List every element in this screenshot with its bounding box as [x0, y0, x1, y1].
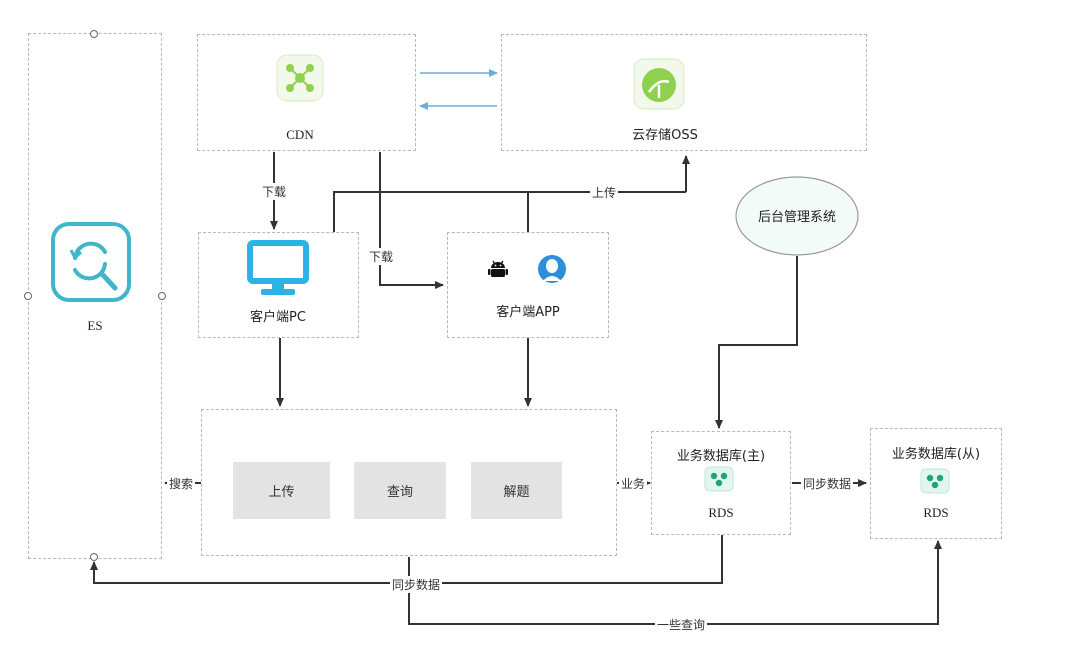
search-refresh-icon — [51, 222, 131, 302]
query-button[interactable]: 查询 — [354, 462, 446, 519]
es-handle-left[interactable] — [24, 292, 32, 300]
oss-label: 云存储OSS — [632, 128, 698, 143]
person-icon — [538, 255, 566, 283]
db-master-title: 业务数据库(主) — [676, 449, 766, 464]
oss-node — [501, 34, 867, 151]
pc-upload-line — [333, 191, 686, 232]
upload-button[interactable]: 上传 — [233, 462, 330, 519]
es-handle-top[interactable] — [90, 30, 98, 38]
db-slave-title: 业务数据库(从) — [891, 447, 981, 462]
admin-label: 后台管理系统 — [757, 210, 836, 225]
business-label: 业务 — [619, 475, 648, 492]
cdn-to-app-arrow — [379, 152, 444, 289]
monitor-icon — [247, 240, 309, 295]
pc-label: 客户端PC — [250, 310, 306, 325]
db-master-sub: RDS — [708, 505, 734, 520]
cloud-leaf-icon — [633, 58, 685, 110]
es-label: ES — [87, 318, 103, 333]
admin-node-shape — [735, 176, 859, 256]
database-icon — [920, 468, 950, 494]
admin-to-db-arrow — [715, 256, 798, 429]
db-slave-sub: RDS — [923, 505, 949, 520]
cdn-label: CDN — [286, 127, 314, 142]
es-node — [28, 33, 162, 559]
upload-oss-label: 上传 — [590, 184, 619, 201]
es-handle-right[interactable] — [158, 292, 166, 300]
download-app-label: 下载 — [367, 248, 396, 265]
database-icon — [704, 466, 734, 492]
search-label: 搜索 — [167, 475, 196, 492]
app-label: 客户端APP — [496, 305, 560, 320]
download-pc-label: 下载 — [260, 183, 289, 200]
sync-data-label: 同步数据 — [801, 475, 854, 492]
network-nodes-icon — [276, 54, 324, 102]
solve-button[interactable]: 解题 — [471, 462, 562, 519]
android-icon — [488, 260, 508, 277]
some-query-label: 一些查询 — [655, 616, 708, 633]
app-node — [447, 232, 609, 338]
sync-data-es-label: 同步数据 — [390, 576, 443, 593]
es-handle-bottom[interactable] — [90, 553, 98, 561]
